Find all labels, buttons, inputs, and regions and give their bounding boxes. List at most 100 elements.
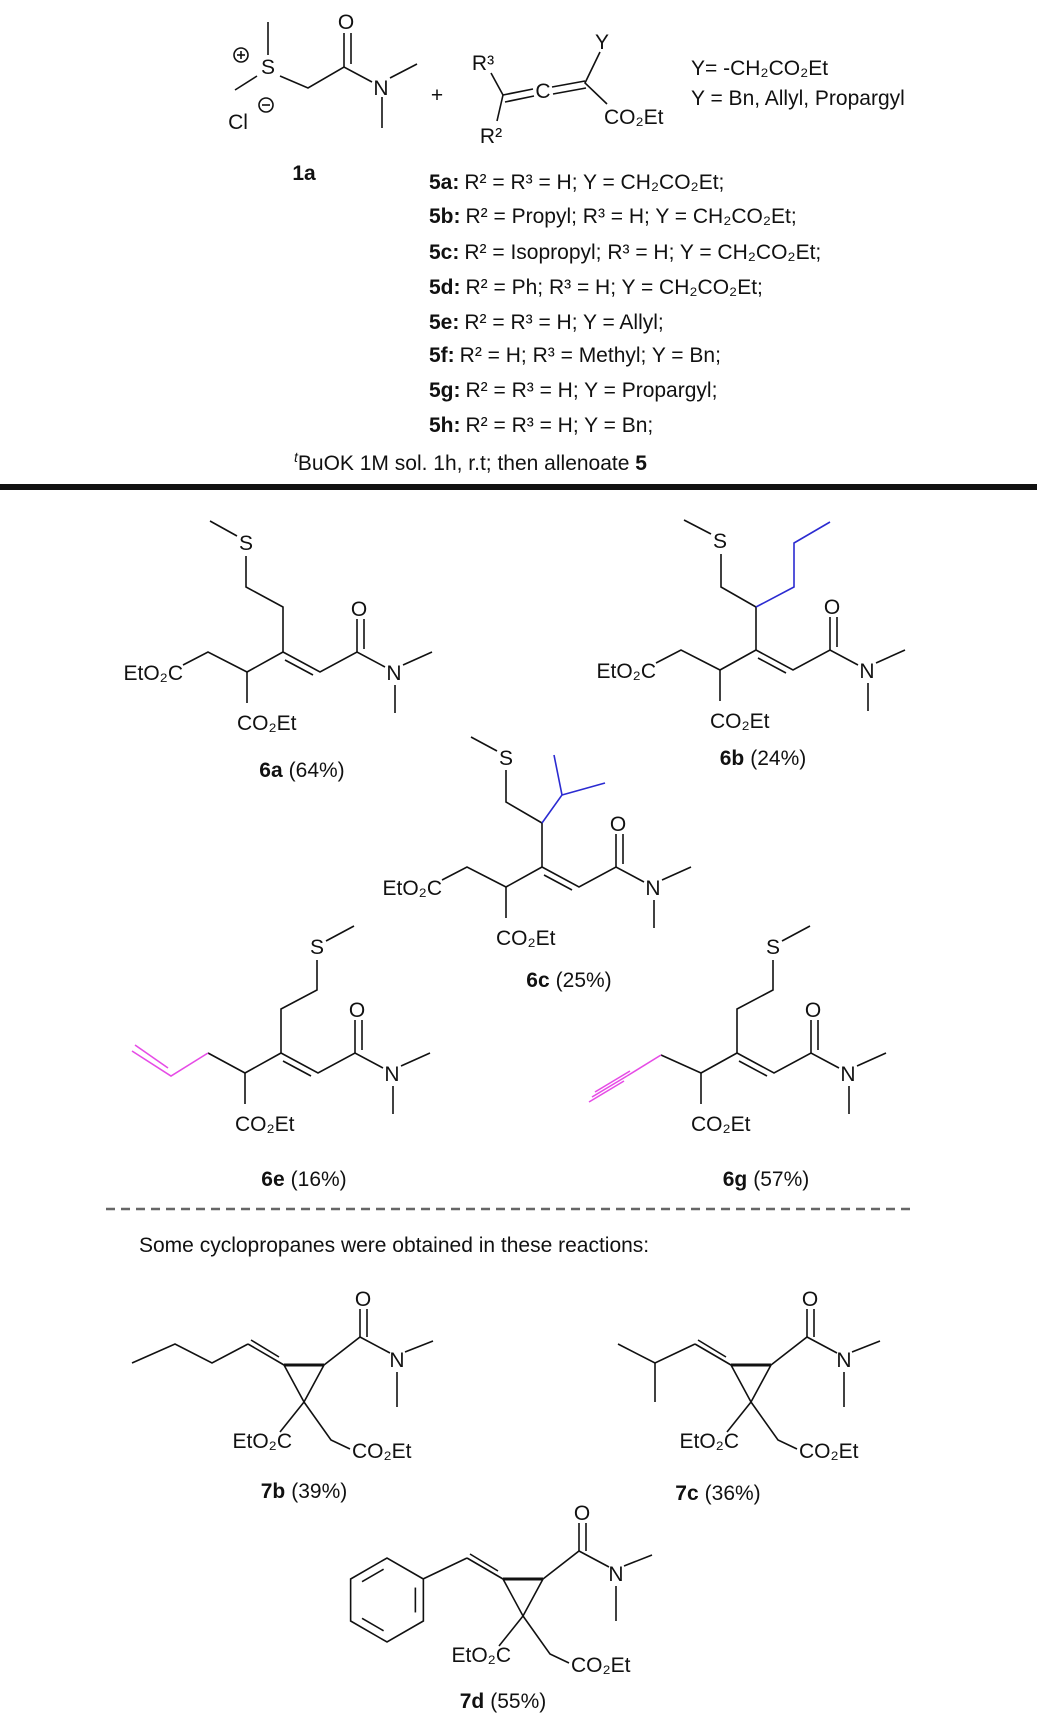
bond <box>490 72 504 96</box>
compound-label: 6a(64%) <box>259 759 344 782</box>
substrate-id: 5e: <box>429 311 459 334</box>
compound-label: 6b(24%) <box>720 747 807 770</box>
bond <box>283 1364 325 1404</box>
bond <box>694 1343 732 1366</box>
compound-label: 6c(25%) <box>526 969 611 992</box>
bond <box>561 782 606 796</box>
substrate-description: R² = R³ = H; Y = CH₂CO₂Et; <box>464 171 724 194</box>
substrate-item: 5f:R² = H; R³ = Methyl; Y = Bn; <box>429 344 721 367</box>
compound-label: 7d(55%) <box>460 1690 547 1713</box>
plus-sign: + <box>431 84 443 107</box>
bond <box>207 1052 246 1074</box>
y-definition: Y = Bn, Allyl, Propargyl <box>691 87 905 110</box>
atom-o: O <box>338 11 354 34</box>
substrate-item: 5e:R² = R³ = H; Y = Allyl; <box>429 311 664 334</box>
ester-group: EtO₂C <box>233 1430 293 1453</box>
bond <box>626 1054 662 1077</box>
bond <box>726 1401 752 1433</box>
bond <box>543 874 573 891</box>
atom-s: S <box>261 56 275 79</box>
atom-o: O <box>802 1288 818 1311</box>
bond <box>282 1060 312 1077</box>
bond <box>502 88 534 96</box>
bond <box>856 1052 887 1067</box>
substrate-item: 5a:R² = R³ = H; Y = CH₂CO₂Et; <box>429 171 724 194</box>
atom-n: N <box>389 1349 404 1372</box>
bond <box>280 1052 384 1074</box>
ester-group: CO₂Et <box>691 1113 751 1136</box>
compound-id: 6g <box>723 1168 748 1191</box>
r2-label: R² <box>480 125 502 148</box>
bond <box>250 1339 280 1358</box>
product-structures: CO₂EtONSEtO₂C6a(64%)CO₂EtONSEtO₂C6b(24%)… <box>124 519 906 1713</box>
bond <box>441 866 507 888</box>
atom-n: N <box>608 1563 623 1586</box>
y-label: Y <box>595 31 609 54</box>
substrate-description: R² = R³ = H; Y = Allyl; <box>464 311 663 334</box>
bond <box>389 63 418 79</box>
bond <box>280 960 318 1053</box>
bond <box>303 1401 351 1450</box>
bond <box>683 519 712 535</box>
bond <box>591 1075 628 1098</box>
bond <box>279 66 373 89</box>
compound-yield: (24%) <box>750 747 806 770</box>
bond <box>502 1578 544 1618</box>
substrate-description: R² = Ph; R³ = H; Y = CH₂CO₂Et; <box>466 276 763 299</box>
bond <box>496 94 504 122</box>
bond <box>400 1052 431 1067</box>
bond <box>404 1340 434 1353</box>
substrate-item: 5d:R² = Ph; R³ = H; Y = CH₂CO₂Et; <box>429 276 763 299</box>
bond <box>738 1060 768 1077</box>
substrate-id: 5f: <box>429 344 455 367</box>
bond <box>700 1052 738 1074</box>
bond <box>655 649 721 671</box>
ester-group: EtO₂C <box>680 1430 740 1453</box>
substrate-id: 5h: <box>429 414 461 437</box>
section-divider <box>0 484 1037 490</box>
reactant-1a <box>233 22 418 128</box>
r3-label: R³ <box>472 52 494 75</box>
bond <box>244 1052 282 1074</box>
bond <box>750 1401 798 1450</box>
bond <box>755 649 859 671</box>
positive-charge-icon <box>233 47 249 63</box>
bond <box>323 1336 391 1366</box>
compound-label: 6g(57%) <box>723 1168 810 1191</box>
atom-s: S <box>713 530 727 553</box>
bond <box>504 95 535 103</box>
bond <box>284 659 314 676</box>
atom-o: O <box>805 999 821 1022</box>
atom-n: N <box>859 660 874 683</box>
atom-o: O <box>355 1288 371 1311</box>
compound-yield: (25%) <box>556 969 612 992</box>
atom-o: O <box>574 1502 590 1525</box>
substrate-item: 5c:R² = Isopropyl; R³ = H; Y = CH₂CO₂Et; <box>429 241 821 264</box>
bond <box>505 866 543 888</box>
bond <box>469 1553 499 1572</box>
bond <box>247 1343 285 1366</box>
bond <box>757 657 787 674</box>
atom-o: O <box>610 813 626 836</box>
bond <box>730 1364 772 1404</box>
cyclopropanes-note: Some cyclopropanes were obtained in thes… <box>139 1234 649 1257</box>
substrate-description: R² = Propyl; R³ = H; Y = CH₂CO₂Et; <box>466 205 797 228</box>
compound-yield: (36%) <box>705 1482 761 1505</box>
compound-label: 7c(36%) <box>675 1482 760 1505</box>
bond <box>584 51 608 105</box>
atom-n: N <box>373 77 388 100</box>
ester-group: EtO₂C <box>597 660 657 683</box>
bond <box>470 736 498 752</box>
bond <box>498 1615 524 1647</box>
bond <box>246 651 284 673</box>
atom-s: S <box>239 532 253 555</box>
central-carbon: C <box>535 80 550 103</box>
bond <box>466 1557 504 1580</box>
compound-yield: (64%) <box>289 759 345 782</box>
substrate-item: 5g:R² = R³ = H; Y = Propargyl; <box>429 379 717 402</box>
bond <box>623 1554 653 1567</box>
compound-id: 6e <box>261 1168 284 1191</box>
ester-group: CO₂Et <box>496 927 556 950</box>
